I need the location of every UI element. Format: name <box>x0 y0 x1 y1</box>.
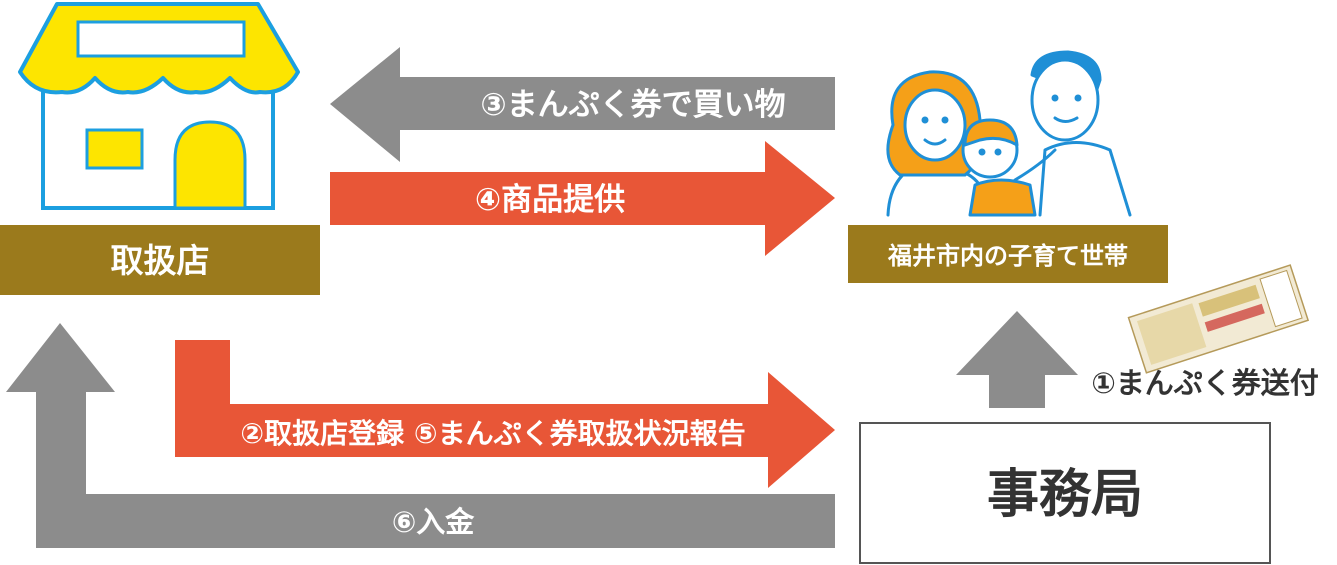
arrow-provide: ④商品提供 <box>330 141 835 256</box>
arrow-provide-label: ④商品提供 <box>475 182 625 218</box>
arrow-send <box>956 311 1078 408</box>
arrow-send-label: ①まんぷく券送付 <box>1091 366 1319 400</box>
family-label-box: 福井市内の子育て世帯 <box>848 225 1168 283</box>
family-icon <box>886 50 1132 217</box>
family-label: 福井市内の子育て世帯 <box>887 242 1128 270</box>
arrow-buy-label: ③まんぷく券で買い物 <box>480 87 785 123</box>
arrow-payment: ⑥入金 <box>6 323 835 548</box>
arrow-payment-shape <box>6 323 835 548</box>
shop-icon <box>18 2 300 210</box>
arrow-send-shape <box>956 311 1078 408</box>
arrow-register-label: ②取扱店登録 ⑤まんぷく券取扱状況報告 <box>240 417 745 450</box>
arrow-buy: ③まんぷく券で買い物 <box>330 47 835 162</box>
shop-label-box: 取扱店 <box>0 225 320 295</box>
shop-label: 取扱店 <box>111 241 210 280</box>
office-box: 事務局 <box>859 422 1271 564</box>
arrow-provide-shape <box>330 141 835 256</box>
arrow-register: ②取扱店登録 ⑤まんぷく券取扱状況報告 <box>175 340 835 488</box>
arrow-register-shape <box>175 340 835 488</box>
voucher-ticket-icon <box>1127 264 1310 374</box>
office-label: 事務局 <box>987 465 1143 525</box>
arrow-buy-shape <box>330 47 835 162</box>
arrow-payment-label: ⑥入金 <box>392 505 476 539</box>
